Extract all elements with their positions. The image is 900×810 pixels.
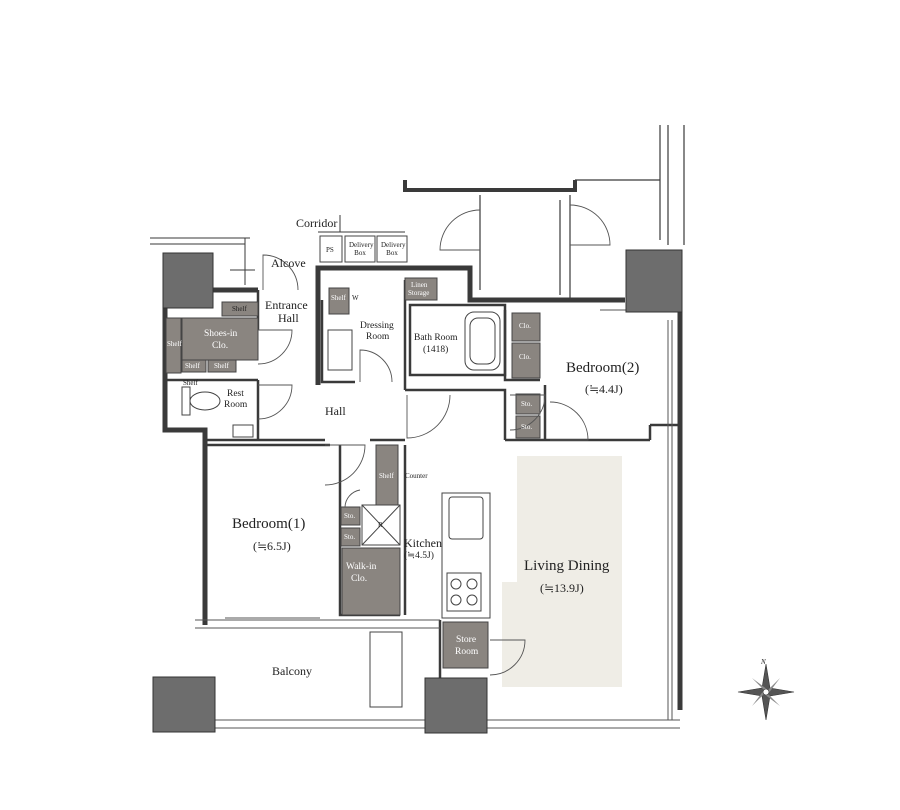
fridge-cross — [361, 504, 401, 546]
label-shelf-bottom-1: Shelf — [185, 362, 200, 370]
column-bottom-center — [424, 677, 488, 734]
label-corridor: Corridor — [296, 216, 338, 230]
bathtub-inner — [469, 317, 496, 365]
label-bedroom-1-size: (≒6.5J) — [253, 539, 291, 553]
label-r: R — [378, 521, 383, 529]
label-clo-2: Clo. — [519, 353, 531, 361]
shelf-bottom-block-1 — [181, 359, 207, 373]
shelf-left-block — [165, 317, 182, 374]
label-walk-in-clo: Clo. — [351, 574, 368, 584]
kitchen-counter — [441, 492, 491, 619]
storage-blocks — [165, 277, 541, 669]
label-store: Store — [456, 635, 477, 645]
sto-block-1 — [515, 393, 541, 415]
label-living-dining-size: (≒13.9J) — [540, 581, 584, 595]
cooktop — [446, 572, 482, 612]
balcony-unit — [369, 631, 403, 708]
label-counter: Counter — [405, 472, 428, 480]
label-rest: Rest — [227, 389, 244, 399]
toilet-bowl — [189, 391, 221, 411]
shelf-bottom-block-2 — [207, 359, 237, 373]
label-store-room: Room — [455, 647, 479, 657]
column-bottom-left — [152, 676, 216, 733]
label-dressing: Dressing — [360, 321, 394, 331]
burner-4 — [466, 594, 478, 606]
burner-1 — [450, 578, 462, 590]
label-ps: PS — [326, 246, 334, 254]
label-north: N — [761, 658, 766, 666]
column-top-right — [625, 249, 683, 313]
label-w: W — [352, 294, 359, 302]
label-linen: Linen — [411, 281, 428, 289]
label-entrance-hall: Hall — [278, 311, 299, 325]
door-swings — [257, 204, 611, 676]
label-shelf-kitchen: Shelf — [379, 472, 394, 480]
label-sto-2: Sto. — [521, 423, 533, 431]
label-dressing-room: Room — [366, 332, 390, 342]
label-clo-1: Clo. — [519, 322, 531, 330]
washbasin — [327, 329, 353, 371]
living-zone-shade-lower — [502, 582, 622, 687]
label-living-dining: Living Dining — [524, 558, 610, 574]
label-delivery-box-2: Delivery Box — [381, 241, 406, 258]
shoes-in-clo-block — [181, 317, 259, 361]
label-sto-3: Sto. — [344, 512, 356, 520]
structural-columns — [152, 249, 683, 734]
label-bath-room-size: (1418) — [423, 345, 449, 355]
rest-room-sink — [232, 424, 254, 438]
store-room-block — [442, 621, 489, 669]
label-shelf-dressing: Shelf — [331, 294, 346, 302]
column-top-left — [162, 252, 214, 309]
label-shoes-in: Shoes-in — [204, 329, 238, 339]
label-rest-room: Room — [224, 400, 248, 410]
label-bedroom-2: Bedroom(2) — [566, 360, 640, 376]
label-kitchen: Kitchen — [404, 536, 442, 550]
label-bedroom-2-size: (≒4.4J) — [585, 382, 623, 396]
sto-block-2 — [515, 415, 541, 439]
shelf-top-block — [221, 301, 259, 317]
linen-storage-block — [404, 277, 438, 301]
ps-box — [319, 235, 343, 263]
label-linen-storage: Storage — [408, 289, 430, 297]
label-shelf-rest: Shelf — [183, 379, 198, 387]
fixtures — [181, 235, 501, 708]
label-entrance: Entrance — [265, 298, 308, 312]
clo-block-1 — [511, 312, 541, 342]
label-shelf-top: Shelf — [232, 305, 247, 313]
label-shelf-bottom-2: Shelf — [214, 362, 229, 370]
living-zone-shade — [517, 456, 622, 596]
label-bedroom-1: Bedroom(1) — [232, 516, 306, 532]
label-kitchen-size: (≒4.5J) — [404, 551, 434, 561]
label-shelf-left: Shelf — [167, 340, 182, 348]
upper-walls — [150, 125, 685, 300]
label-alcove: Alcove — [271, 256, 306, 270]
delivery-box-1 — [344, 235, 376, 263]
shelf-dressing-block — [328, 287, 350, 315]
burner-3 — [450, 594, 462, 606]
label-hall: Hall — [325, 404, 346, 418]
fridge-space — [361, 504, 401, 546]
label-walk-in: Walk-in — [346, 562, 377, 572]
label-shoes-clo: Clo. — [212, 341, 229, 351]
kitchen-sink — [448, 496, 484, 540]
toilet-tank — [181, 386, 191, 416]
compass-rose-icon — [737, 663, 795, 721]
label-sto-4: Sto. — [344, 533, 356, 541]
clo-block-2 — [511, 342, 541, 379]
sto-block-3 — [340, 506, 361, 526]
burner-2 — [466, 578, 478, 590]
delivery-box-2 — [376, 235, 408, 263]
label-balcony: Balcony — [272, 664, 312, 678]
walk-in-clo-block — [341, 547, 401, 616]
label-delivery-box-1: Delivery Box — [349, 241, 374, 258]
sto-block-4 — [340, 527, 361, 547]
bathtub — [464, 311, 501, 371]
label-bath-room: Bath Room — [414, 333, 458, 343]
label-sto-1: Sto. — [521, 400, 533, 408]
